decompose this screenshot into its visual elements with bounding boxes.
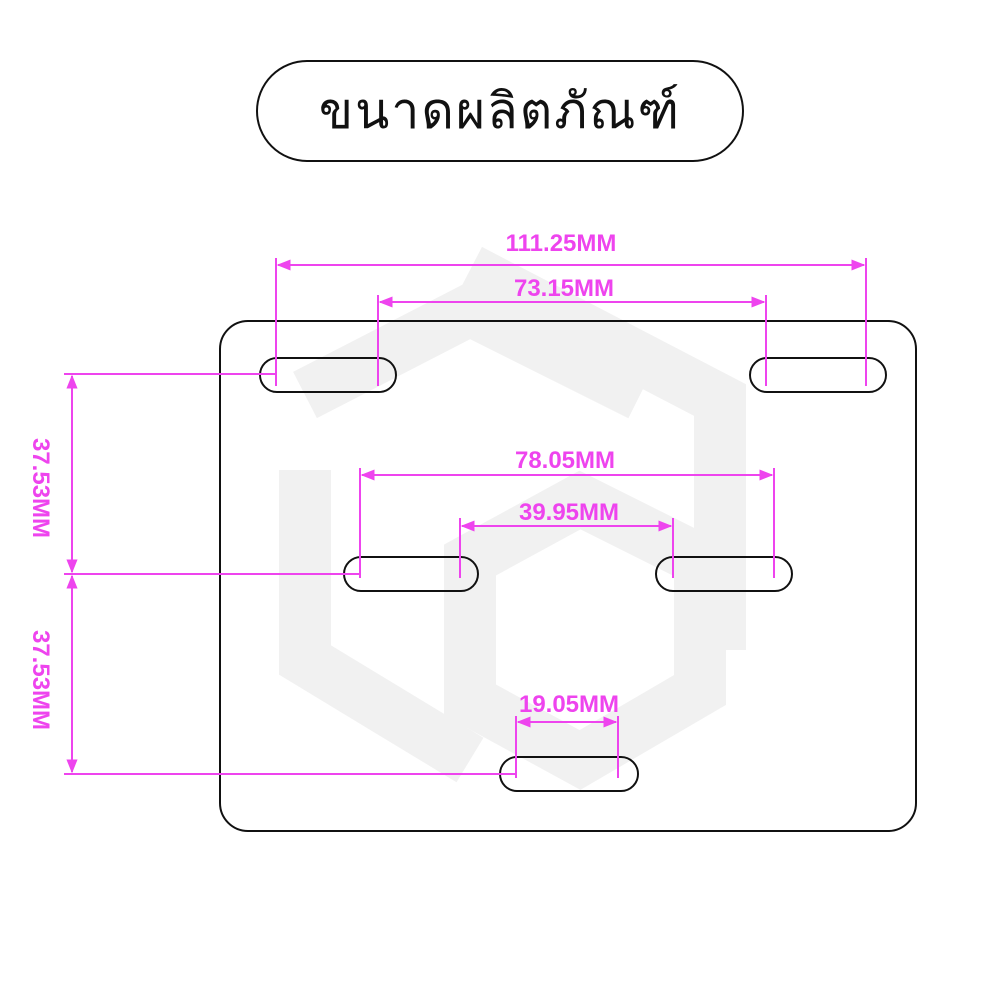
dim-label-mid-outer: 78.05MM [515, 447, 615, 474]
dim-label-bottom: 19.05MM [519, 691, 619, 718]
plate-outline [219, 320, 917, 832]
dim-label-top-inner: 73.15MM [514, 275, 614, 302]
page-title: ขนาดผลิตภัณฑ์ [318, 81, 682, 140]
dim-label-top-outer: 111.25MM [506, 230, 617, 257]
dim-label-left-upper: 37.53MM [27, 438, 54, 538]
slot-top-right [749, 357, 887, 393]
slot-mid-right [655, 556, 793, 592]
dim-label-left-lower: 37.53MM [27, 630, 54, 730]
dim-label-mid-inner: 39.95MM [519, 499, 619, 526]
title-pill: ขนาดผลิตภัณฑ์ [256, 60, 744, 162]
watermark-logo [279, 246, 746, 790]
